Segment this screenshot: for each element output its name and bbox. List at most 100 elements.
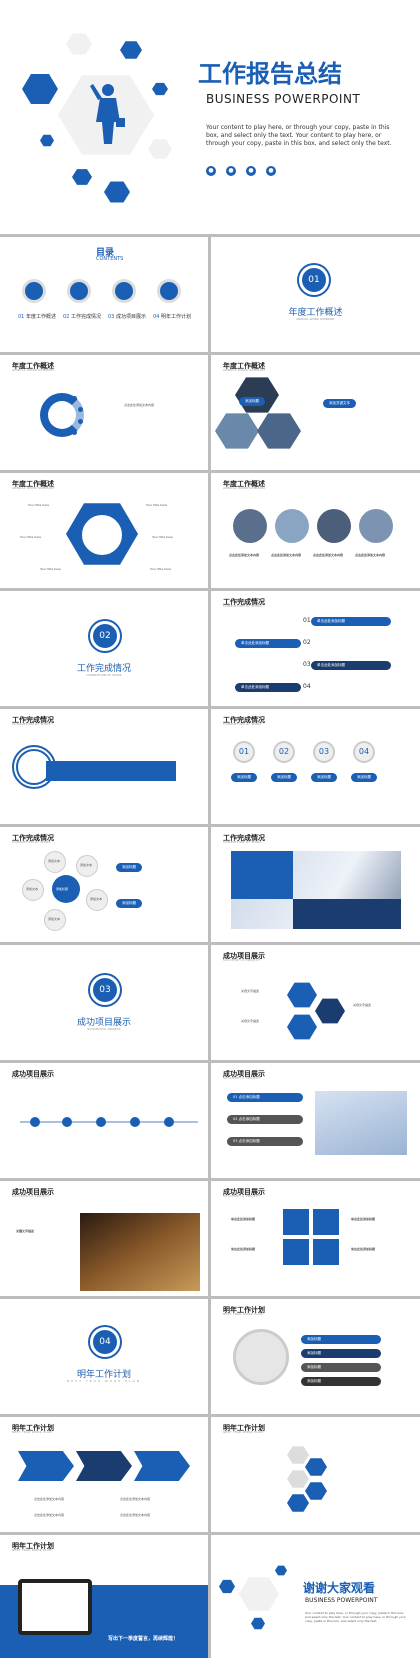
closing-text: 写出下一季度誓言，再续辉煌！ (108, 1636, 179, 1642)
slide-title: 工作完成情况 (12, 834, 54, 842)
annual-slide-1: 年度工作概述 ANNUAL WORK SUMMARY 点击此处添加文本内容 (0, 355, 208, 470)
globe-icon (78, 511, 126, 559)
annual-slide-2: 年度工作概述 ANNUAL WORK SUMMARY 添加标题 添加关键文本 (211, 355, 420, 470)
step-num: 03 (303, 661, 311, 668)
toc-item-2: 02 工作完成情况 (63, 313, 105, 320)
timeline-dot (30, 1117, 40, 1127)
hex-decoration (72, 169, 92, 185)
toc-text: 明年工作计划 (160, 314, 191, 320)
slide-subtitle: ANNUAL WORK SUMMARY (12, 368, 55, 372)
businessman-icon (88, 82, 128, 146)
slide-title: 年度工作概述 (223, 480, 265, 488)
chat-icon: ● (246, 166, 256, 176)
arrow-shape (18, 1451, 74, 1481)
add-key-pill: 添加关键文本 (323, 399, 356, 408)
your-title-label: Your title here (152, 535, 173, 539)
item-num: 01 (233, 1095, 238, 1099)
slide-title: 年度工作概述 (223, 362, 265, 370)
toc-icon-4 (157, 279, 181, 303)
toc-icon-2 (67, 279, 91, 303)
slide-title: 成功项目展示 (223, 1188, 265, 1196)
plan-slide-4: 明年工作计划 NEXT YEAR WORK PLAN 写出下一季度誓言，再续辉煌… (0, 1535, 208, 1658)
plan-pill: 添加标题 (301, 1335, 381, 1344)
hex-decoration (219, 1579, 235, 1594)
caption: 点击此处添加文本内容 (313, 553, 344, 557)
hex-decoration (152, 82, 168, 96)
step-pill: 单击此处添加标题 (311, 617, 391, 626)
arrow-shape (134, 1451, 190, 1481)
chat-icon: ● (266, 166, 276, 176)
satellite-label: 添加文本 (48, 917, 61, 921)
item-pill: 01 点击添加标题 (227, 1093, 303, 1102)
slide-subtitle: ANNUAL WORK SUMMARY (12, 486, 55, 490)
cover-subtitle: BUSINESS POWERPOINT (206, 92, 361, 106)
section-sub: COMPLETION OF WORK (86, 673, 122, 677)
slide-title: 工作完成情况 (223, 598, 265, 606)
step-pill: 单击此处添加标题 (235, 639, 301, 648)
project-slide-1: 成功项目展示 SUCCESSFUL PROJECT 关键文字描述 关键文字描述 … (211, 945, 420, 1060)
slide-subtitle: COMPLETION OF WORK (223, 840, 262, 844)
text-panel (293, 899, 401, 929)
slide-title: 成功项目展示 (12, 1188, 54, 1196)
step-pill: 单击此处添加标题 (311, 661, 391, 670)
annual-slide-4: 年度工作概述 ANNUAL WORK SUMMARY 点击此处添加文本内容 点击… (211, 473, 420, 588)
arrow-bar (46, 761, 176, 781)
slide-subtitle: COMPLETION OF WORK (223, 722, 262, 726)
plan-text: 点击此处添加文本内容 (120, 1513, 151, 1517)
hex-icon (287, 1494, 309, 1512)
hex-icon (287, 1446, 309, 1464)
completion-slide-2: 工作完成情况 COMPLETION OF WORK 添加标题 添加标题 (0, 709, 208, 824)
desk-photo (80, 1213, 200, 1291)
medal-icon (313, 1239, 339, 1265)
center-label: 添加标题 (56, 887, 69, 891)
photo-hex (235, 377, 279, 413)
center-circle (52, 875, 80, 903)
list-dot (72, 396, 77, 401)
cover-body-line2: the text. Your content to play here, or … (206, 132, 392, 147)
toc-sub: CONTENTS (96, 256, 124, 262)
step-num: 02 (303, 639, 311, 646)
body-text: 点击此处添加文本内容 (124, 403, 155, 407)
photo-hex (257, 413, 301, 449)
satellite-circle (86, 889, 108, 911)
add-title-pill: 添加标题 (239, 397, 265, 406)
toc-item-1: 01 年度工作概述 (18, 313, 60, 320)
cover-body: Your content to play here, or through yo… (206, 124, 396, 148)
satellite-label: 添加文本 (26, 887, 39, 891)
your-title-label: Your title here (20, 535, 41, 539)
toc-item-3: 03 成功项目展示 (108, 313, 150, 320)
section-number: 04 (90, 1327, 120, 1357)
plan-slide-3: 明年工作计划 NEXT YEAR WORK PLAN (211, 1417, 420, 1532)
slide-subtitle: COMPLETION OF WORK (12, 722, 51, 726)
section-title: 年度工作概述 (288, 308, 343, 318)
plan-pill: 添加标题 (301, 1349, 381, 1358)
section-title: 明年工作计划 (76, 1370, 131, 1380)
hex-decoration (66, 33, 92, 55)
list-dot (72, 430, 77, 435)
plan-slide-2: 明年工作计划 NEXT YEAR WORK PLAN 点击此处添加文本内容 点击… (0, 1417, 208, 1532)
end-subtitle: BUSINESS POWERPOINT (305, 1597, 378, 1604)
slide-subtitle: NEXT YEAR WORK PLAN (223, 1312, 263, 1316)
section-number: 02 (90, 621, 120, 651)
project-slide-3: 成功项目展示 SUCCESSFUL PROJECT 01 点击添加标题 02 点… (211, 1063, 420, 1178)
plan-text: 点击此处添加文本内容 (120, 1497, 151, 1501)
slide-title: 成功项目展示 (223, 1070, 265, 1078)
title-pill: 添加标题 (351, 773, 377, 782)
timeline-dot (164, 1117, 174, 1127)
slide-subtitle: ANNUAL WORK SUMMARY (223, 368, 266, 372)
slide-subtitle: SUCCESSFUL PROJECT (12, 1076, 50, 1080)
add-title-label: 添加标题 (80, 753, 93, 757)
bulb-icon (283, 1239, 309, 1265)
slide-subtitle: SUCCESSFUL PROJECT (12, 1194, 50, 1198)
slide-title: 工作完成情况 (223, 834, 265, 842)
keyword-label: 关键文字描述 (16, 1229, 35, 1233)
donut-chart (40, 393, 84, 437)
satellite-label: 添加文本 (48, 859, 61, 863)
toc-num: 03 (108, 314, 115, 320)
timeline-dot (62, 1117, 72, 1127)
photo-circle (275, 509, 309, 543)
slide-title: 成功项目展示 (223, 952, 265, 960)
toc-icon-3 (112, 279, 136, 303)
your-title-label: Your title here (28, 503, 49, 507)
slide-subtitle: SUCCESSFUL PROJECT (223, 1194, 261, 1198)
